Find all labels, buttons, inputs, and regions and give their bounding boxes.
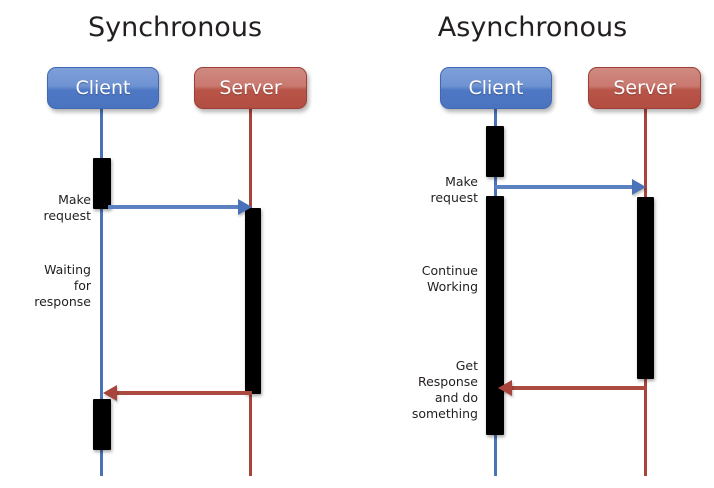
arrowhead-response-async — [498, 380, 512, 396]
panel-title-asynchronous: Asynchronous — [437, 12, 628, 43]
panel-title-synchronous: Synchronous — [87, 12, 263, 43]
note-get-response-async: Get Response and do something — [411, 358, 478, 421]
note-make-request-sync: Make request — [43, 192, 91, 223]
actor-server-label-sync: Server — [219, 76, 282, 99]
activation-client-2-sync — [93, 399, 111, 450]
activation-client-1-sync — [93, 158, 111, 209]
note-continue-working-async: Continue Working — [421, 263, 478, 294]
actor-server-label-async: Server — [613, 76, 676, 99]
actor-server-async[interactable]: Server — [588, 67, 701, 109]
actor-server-sync[interactable]: Server — [194, 67, 307, 109]
activation-client-1-async — [486, 126, 504, 177]
activation-server-sync — [245, 208, 261, 394]
actor-client-async[interactable]: Client — [440, 67, 552, 109]
note-make-request-async: Make request — [430, 174, 478, 205]
actor-client-sync[interactable]: Client — [47, 67, 159, 109]
message-request-sync — [108, 205, 242, 209]
message-response-sync — [115, 391, 252, 395]
actor-client-label-async: Client — [468, 76, 524, 99]
actor-client-label-sync: Client — [75, 76, 131, 99]
activation-client-2-async — [486, 196, 504, 435]
message-response-async — [510, 386, 646, 390]
lifeline-client-sync — [100, 106, 103, 476]
arrowhead-request-async — [632, 179, 646, 195]
message-request-async — [495, 185, 635, 189]
arrowhead-request-sync — [238, 199, 252, 215]
activation-server-async — [637, 197, 654, 379]
arrowhead-response-sync — [103, 385, 117, 401]
note-waiting-sync: Waiting for response — [34, 262, 91, 309]
